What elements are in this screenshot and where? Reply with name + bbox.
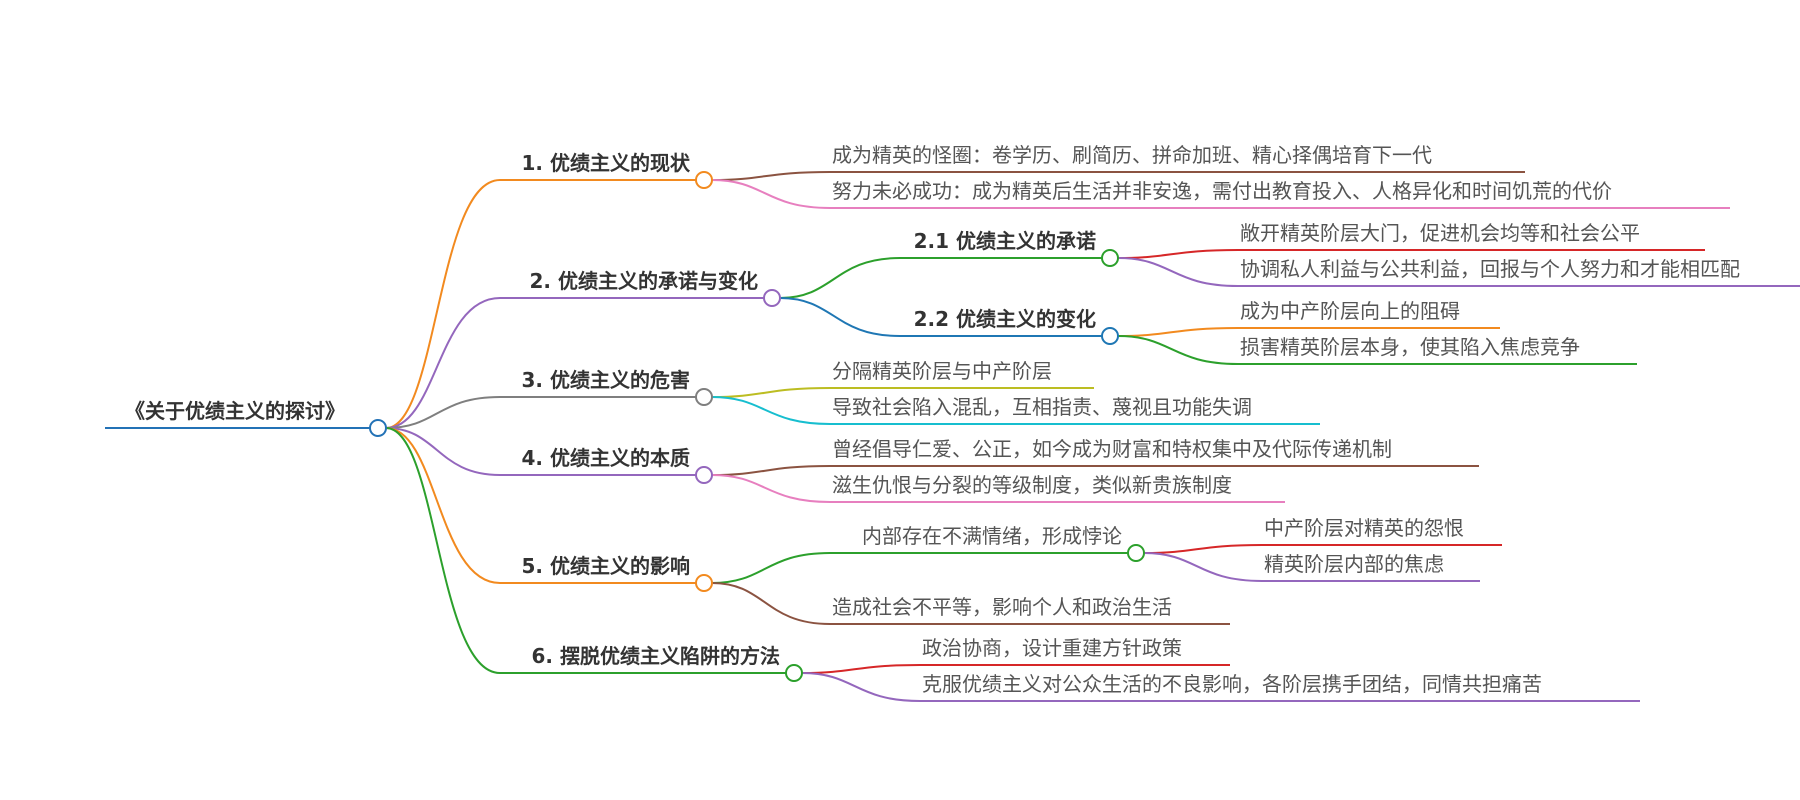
branch-2-1-edge: [779, 257, 901, 299]
mindmap-nodes: 《关于优绩主义的探讨》 1. 优绩主义的现状 成为精英的怪圈：卷学历、刷简历、拼命加…: [125, 143, 1740, 696]
branch-3-toggle[interactable]: [695, 388, 713, 406]
root-title: 《关于优绩主义的探讨》: [125, 399, 345, 423]
leaf-4-2-label: 滋生仇恨与分裂的等级制度，类似新贵族制度: [832, 473, 1232, 497]
branch-2-label: 2. 优绩主义的承诺与变化: [530, 269, 758, 293]
branch-6-edge: [385, 427, 501, 674]
leaf-3-1-label: 分隔精英阶层与中产阶层: [832, 359, 1052, 383]
branch-3-edge: [385, 396, 501, 429]
leaf-6-2-edge: [801, 672, 921, 702]
leaf-6-1-label: 政治协商，设计重建方针政策: [922, 636, 1182, 660]
leaf-2-1-2-edge: [1117, 257, 1239, 287]
leaf-2-1-1-label: 敞开精英阶层大门，促进机会均等和社会公平: [1240, 221, 1640, 245]
branch-4-edge: [385, 427, 501, 476]
leaf-6-1-edge: [801, 664, 921, 674]
leaf-5-1-2-label: 精英阶层内部的焦虑: [1264, 552, 1444, 576]
branch-2-1-toggle[interactable]: [1101, 249, 1119, 267]
branch-2-2-label: 2.2 优绩主义的变化: [914, 307, 1096, 331]
branch-5-label: 5. 优绩主义的影响: [522, 554, 690, 578]
mindmap-edges: [105, 171, 1800, 702]
branch-2-toggle[interactable]: [763, 289, 781, 307]
leaf-5-2-label: 造成社会不平等，影响个人和政治生活: [832, 595, 1172, 619]
leaf-3-2-edge: [711, 396, 831, 425]
leaf-1-2-edge: [711, 179, 831, 209]
leaf-6-2-label: 克服优绩主义对公众生活的不良影响，各阶层携手团结，同情共担痛苦: [922, 672, 1542, 696]
branch-2-edge: [385, 297, 501, 429]
leaf-5-1-1-edge: [1143, 544, 1263, 554]
leaf-2-2-1-label: 成为中产阶层向上的阻碍: [1240, 299, 1460, 323]
leaf-2-1-1-edge: [1117, 249, 1239, 259]
branch-4-toggle[interactable]: [695, 466, 713, 484]
leaf-4-2-edge: [711, 474, 831, 503]
leaf-1-1-label: 成为精英的怪圈：卷学历、刷简历、拼命加班、精心择偶培育下一代: [832, 143, 1432, 167]
branch-2-2-edge: [779, 297, 901, 337]
leaf-4-1-label: 曾经倡导仁爱、公正，如今成为财富和特权集中及代际传递机制: [832, 437, 1392, 461]
leaf-2-2-1-edge: [1117, 327, 1239, 337]
leaf-2-2-2-edge: [1117, 335, 1239, 365]
leaf-2-2-2-label: 损害精英阶层本身，使其陷入焦虑竞争: [1240, 335, 1580, 359]
branch-5-1-toggle[interactable]: [1127, 544, 1145, 562]
branch-6-toggle[interactable]: [785, 664, 803, 682]
branch-1-edge: [385, 179, 501, 429]
leaf-5-2-edge: [711, 582, 831, 625]
leaf-1-1-edge: [711, 171, 831, 181]
branch-5-1-label: 内部存在不满情绪，形成悖论: [862, 524, 1122, 548]
leaf-5-1-2-edge: [1143, 552, 1263, 582]
leaf-4-1-edge: [711, 465, 831, 476]
branch-5-1-edge: [711, 552, 831, 584]
leaf-3-1-edge: [711, 387, 831, 398]
leaf-3-2-label: 导致社会陷入混乱，互相指责、蔑视且功能失调: [832, 395, 1252, 419]
branch-1-toggle[interactable]: [695, 171, 713, 189]
branch-5-toggle[interactable]: [695, 574, 713, 592]
branch-3-label: 3. 优绩主义的危害: [522, 368, 690, 392]
root-toggle[interactable]: [369, 419, 387, 437]
branch-1-label: 1. 优绩主义的现状: [522, 151, 691, 175]
leaf-1-2-label: 努力未必成功：成为精英后生活并非安逸，需付出教育投入、人格异化和时间饥荒的代价: [832, 179, 1612, 203]
branch-2-1-label: 2.1 优绩主义的承诺: [914, 229, 1096, 253]
leaf-2-1-2-label: 协调私人利益与公共利益，回报与个人努力和才能相匹配: [1240, 257, 1740, 281]
leaf-5-1-1-label: 中产阶层对精英的怨恨: [1264, 516, 1464, 540]
branch-4-label: 4. 优绩主义的本质: [522, 446, 690, 470]
branch-5-edge: [385, 427, 501, 584]
branch-6-label: 6. 摆脱优绩主义陷阱的方法: [532, 644, 780, 668]
branch-2-2-toggle[interactable]: [1101, 327, 1119, 345]
